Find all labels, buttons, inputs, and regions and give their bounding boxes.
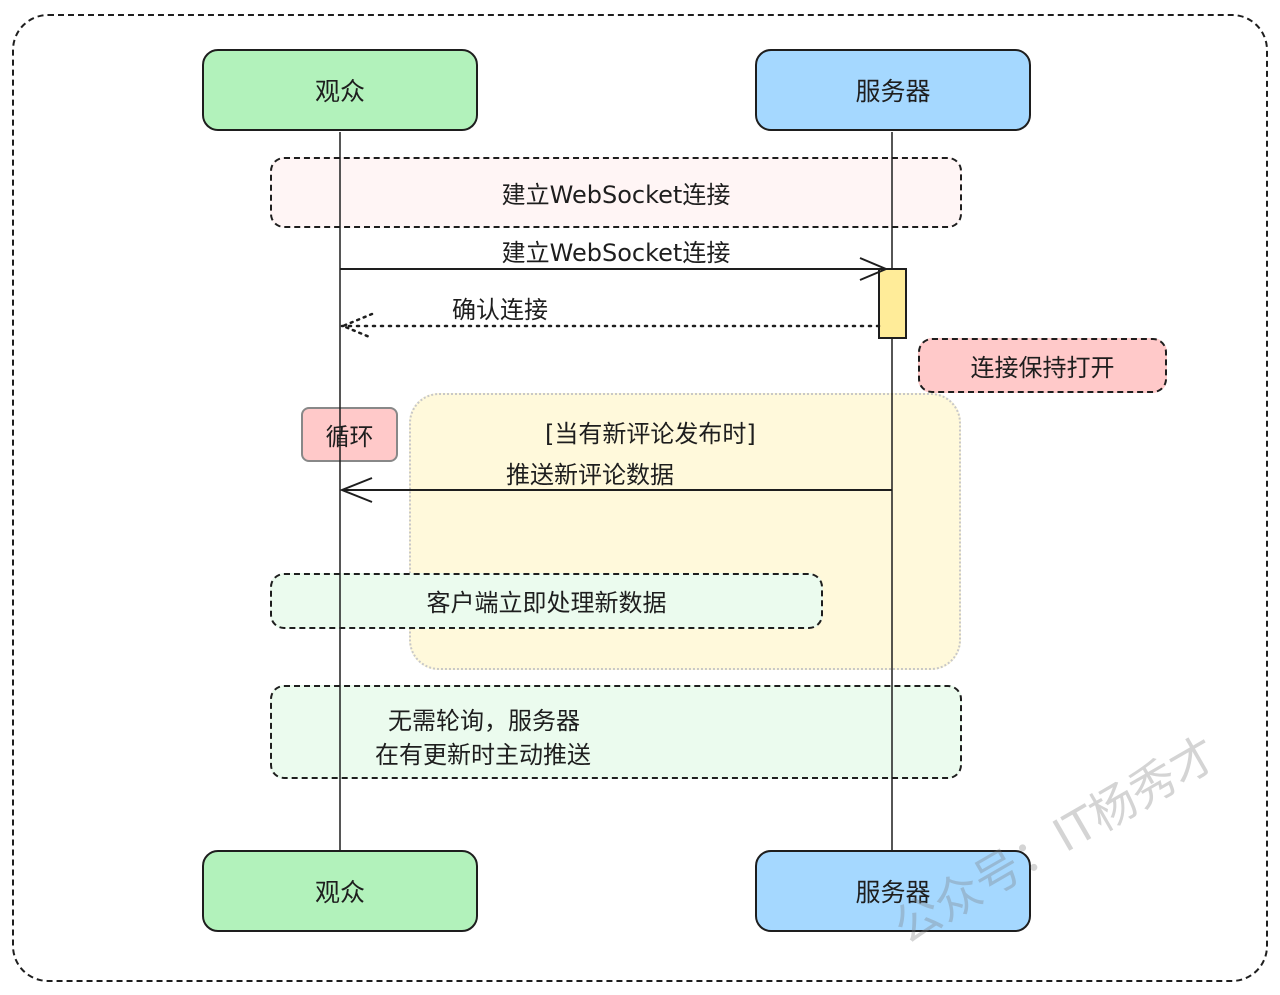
client-process-box [270,573,823,629]
confirm-arrow-label: 确认连接 [452,296,548,324]
loop-tag-label: 循环 [325,423,374,451]
diagram-frame [12,14,1268,982]
participant-server-top-label: 服务器 [855,77,931,106]
no-polling-note-box [270,685,962,779]
loop-condition-label: [当有新评论发布时] [545,420,756,448]
participant-audience-top-label: 观众 [314,77,365,106]
push-arrow-head [339,477,373,503]
push-arrow-label: 推送新评论数据 [506,461,674,489]
activation-bar [878,268,907,339]
participant-audience-bottom-label: 观众 [314,878,365,907]
establish-box-label: 建立WebSocket连接 [501,181,731,209]
loop-tag: 循环 [301,407,398,462]
keep-open-label: 连接保持打开 [970,354,1115,382]
client-process-label: 客户端立即处理新数据 [426,589,667,617]
participant-server-bottom: 服务器 [755,850,1031,932]
keep-open-box: 连接保持打开 [918,338,1167,393]
participant-audience-bottom: 观众 [202,850,478,932]
establish-connection-box [270,157,962,228]
participant-server-top: 服务器 [755,49,1031,131]
participant-server-bottom-label: 服务器 [855,878,931,907]
establish-arrow-head [859,257,889,281]
participant-audience-top: 观众 [202,49,478,131]
note-line-1: 无需轮询，服务器 [388,707,580,735]
note-line-2: 在有更新时主动推送 [375,741,591,769]
establish-arrow-label: 建立WebSocket连接 [501,239,731,267]
